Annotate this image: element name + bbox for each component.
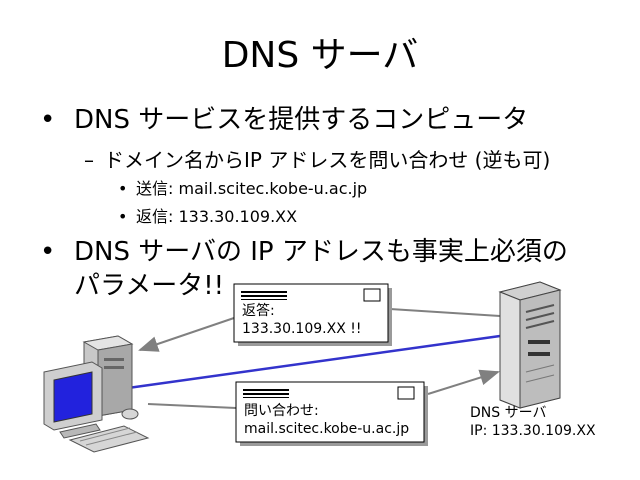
query-envelope-label: 問い合わせ: — [244, 403, 319, 419]
reply-arrow-head — [138, 317, 235, 352]
slide-title: DNS サーバ — [221, 35, 419, 76]
reply-envelope — [233, 283, 392, 346]
reply-envelope-ip: 133.30.109.XX !! — [242, 321, 362, 337]
sub-sub-bullet-text-send: 送信: mail.scitec.kobe-u.ac.jp — [136, 179, 368, 198]
sub-sub-bullet-marker: • — [118, 207, 128, 226]
server-caption-ip: IP: 133.30.109.XX — [470, 423, 596, 439]
sub-sub-bullet-text-reply: 返信: 133.30.109.XX — [136, 207, 298, 226]
dns-server-icon — [498, 281, 562, 409]
server-caption-name: DNS サーバ — [470, 405, 547, 421]
sub-bullet-text-lookup: ドメイン名からIP アドレスを問い合わせ (逆も可) — [104, 148, 551, 172]
network-link-line — [127, 334, 501, 390]
query-arrow-head — [427, 369, 500, 395]
bullet-text-dns-param: DNS サーバの IP アドレスも事実上必須の — [74, 237, 568, 267]
bullet-text-dns-param-cont: パラメータ!! — [74, 271, 225, 301]
bullet-marker: • — [40, 237, 56, 267]
sub-sub-bullet-marker: • — [118, 179, 128, 198]
reply-envelope-label: 返答: — [242, 303, 275, 319]
query-arrow — [147, 403, 237, 409]
reply-arrow — [389, 308, 501, 317]
query-envelope-domain: mail.scitec.kobe-u.ac.jp — [244, 421, 410, 437]
query-envelope — [235, 381, 428, 446]
client-computer-icon — [43, 335, 150, 453]
sub-bullet-marker: – — [84, 148, 94, 172]
bullet-text-dns-service: DNS サービスを提供するコンピュータ — [74, 105, 529, 135]
bullet-marker: • — [40, 105, 56, 135]
